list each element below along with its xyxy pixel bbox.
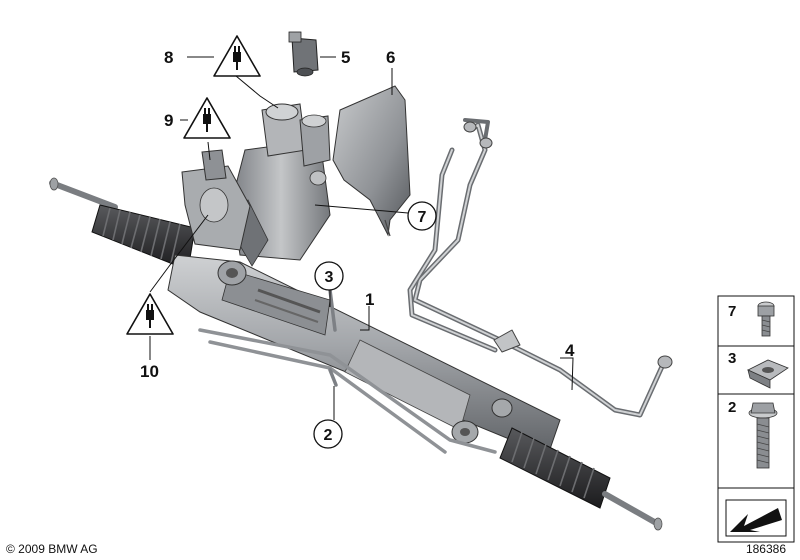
hex-bolt-icon [748, 402, 778, 469]
legend-number-2: 2 [728, 399, 736, 416]
callout-2-circle[interactable]: 2 [313, 419, 343, 449]
cage-nut-icon [747, 359, 789, 389]
heat-shield [332, 85, 411, 237]
tie-rod-right [602, 491, 663, 531]
callout-1[interactable]: 1 [365, 290, 374, 309]
steering-gear-housing [167, 254, 561, 456]
callout-9[interactable]: 9 [164, 111, 173, 130]
tie-rod-left [49, 177, 118, 210]
legend-number-7: 7 [728, 303, 736, 320]
callout-6[interactable]: 6 [386, 48, 395, 67]
legend-number-3: 3 [728, 350, 736, 367]
callout-5[interactable]: 5 [341, 48, 350, 67]
plug-icon [203, 108, 211, 132]
callout-3: 3 [325, 269, 334, 286]
plug-icon [233, 46, 241, 70]
pressure-line [407, 118, 673, 418]
callout-8[interactable]: 8 [164, 48, 173, 67]
diagram-id: 186386 [745, 542, 786, 556]
steering-boot-left [91, 204, 196, 271]
steering-boot-right [499, 427, 611, 509]
copyright-notice: © 2009 BMW AG [6, 542, 98, 556]
feed-lines [198, 288, 497, 454]
warning-triangle-8 [213, 35, 261, 77]
callout-2: 2 [324, 427, 333, 444]
torx-bolt-icon [757, 301, 775, 337]
warning-triangle-9 [183, 97, 231, 139]
legend-panel: 7 3 2 [717, 295, 795, 543]
valve-housing [181, 103, 331, 267]
plug-icon [146, 304, 154, 328]
warning-triangle-10 [126, 293, 174, 335]
orientation-arrow-icon [725, 499, 787, 537]
callout-7: 7 [418, 209, 427, 226]
callout-3-circle[interactable]: 3 [314, 261, 344, 291]
callout-7-circle[interactable]: 7 [407, 201, 437, 231]
leader-lines [149, 56, 574, 420]
legend-cell-7[interactable] [717, 295, 795, 347]
sender-unit [288, 31, 319, 77]
callout-4[interactable]: 4 [565, 341, 575, 360]
callout-10[interactable]: 10 [140, 362, 159, 381]
